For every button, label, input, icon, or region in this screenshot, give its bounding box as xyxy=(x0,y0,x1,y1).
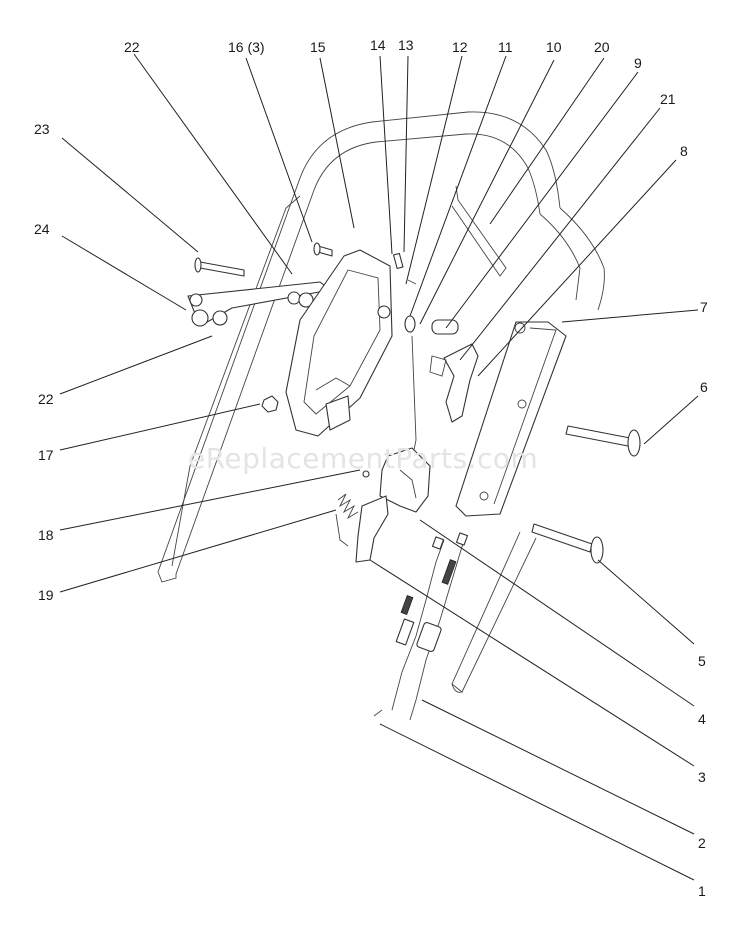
callout-13: 13 xyxy=(398,37,414,53)
clip-18 xyxy=(362,470,370,478)
trigger-3 xyxy=(355,495,389,563)
carriage-bolt-6 xyxy=(565,425,641,457)
callout-24: 24 xyxy=(34,221,50,237)
lever-21 xyxy=(429,343,479,423)
leader-21 xyxy=(459,107,661,361)
callout-15: 15 xyxy=(310,39,326,55)
leader-15 xyxy=(319,57,355,229)
spacer-11 xyxy=(404,315,416,333)
carriage-bolt-5 xyxy=(531,523,604,564)
bracket-4 xyxy=(379,335,431,513)
leader-5 xyxy=(597,559,695,645)
callout-7: 7 xyxy=(700,299,708,315)
leader-22-top xyxy=(133,53,293,275)
callout-21: 21 xyxy=(660,91,676,107)
cable-1 xyxy=(373,539,445,717)
callouts: 22 16 (3) 15 14 13 12 11 10 20 9 21 8 7 … xyxy=(34,37,708,899)
callout-5: 5 xyxy=(698,653,706,669)
watermark-text: eReplacementParts.com xyxy=(188,442,538,475)
handle-frame xyxy=(157,111,605,693)
leader-13 xyxy=(403,55,409,253)
callout-19: 19 xyxy=(38,587,54,603)
callout-14: 14 xyxy=(370,37,386,53)
leader-11 xyxy=(409,55,507,317)
cable-2 xyxy=(409,532,469,721)
control-housing xyxy=(285,249,393,437)
leader-8 xyxy=(477,159,677,377)
callout-12: 12 xyxy=(452,39,468,55)
callout-1: 1 xyxy=(698,883,706,899)
spring-19 xyxy=(335,493,359,547)
leader-1 xyxy=(379,723,695,881)
leader-12 xyxy=(405,55,463,285)
callout-3: 3 xyxy=(698,769,706,785)
callout-22-bottom: 22 xyxy=(38,391,54,407)
callout-10: 10 xyxy=(546,39,562,55)
leader-17 xyxy=(59,403,261,451)
callout-18: 18 xyxy=(38,527,54,543)
nut-17 xyxy=(261,395,279,413)
leader-4 xyxy=(419,519,695,707)
leader-10 xyxy=(419,59,555,325)
screw-16 xyxy=(313,242,333,257)
callout-17: 17 xyxy=(38,447,54,463)
mounting-bracket xyxy=(187,281,331,327)
leader-9 xyxy=(445,71,639,329)
leader-6 xyxy=(643,395,699,445)
leader-23 xyxy=(61,137,199,253)
callout-16: 16 (3) xyxy=(228,39,265,55)
bushing-20 xyxy=(431,319,459,335)
leader-14 xyxy=(379,55,393,255)
leader-19 xyxy=(59,509,337,593)
callout-9: 9 xyxy=(634,55,642,71)
leader-7 xyxy=(561,309,699,323)
leader-lines xyxy=(59,53,699,881)
callout-2: 2 xyxy=(698,835,706,851)
pin-14 xyxy=(392,252,404,270)
callout-6: 6 xyxy=(700,379,708,395)
callout-11: 11 xyxy=(498,39,513,55)
leader-20 xyxy=(489,57,605,225)
leader-16 xyxy=(245,57,313,243)
pin-13 xyxy=(407,279,417,285)
leader-24 xyxy=(61,235,187,311)
leader-22-bottom xyxy=(59,335,213,395)
leader-18 xyxy=(59,469,361,531)
leader-2 xyxy=(421,699,695,835)
side-plate xyxy=(455,321,567,517)
callout-23: 23 xyxy=(34,121,50,137)
callout-8: 8 xyxy=(680,143,688,159)
bolt-23 xyxy=(194,257,245,277)
leader-3 xyxy=(369,559,695,767)
callout-4: 4 xyxy=(698,711,706,727)
callout-20: 20 xyxy=(594,39,610,55)
callout-22-top: 22 xyxy=(124,39,140,55)
